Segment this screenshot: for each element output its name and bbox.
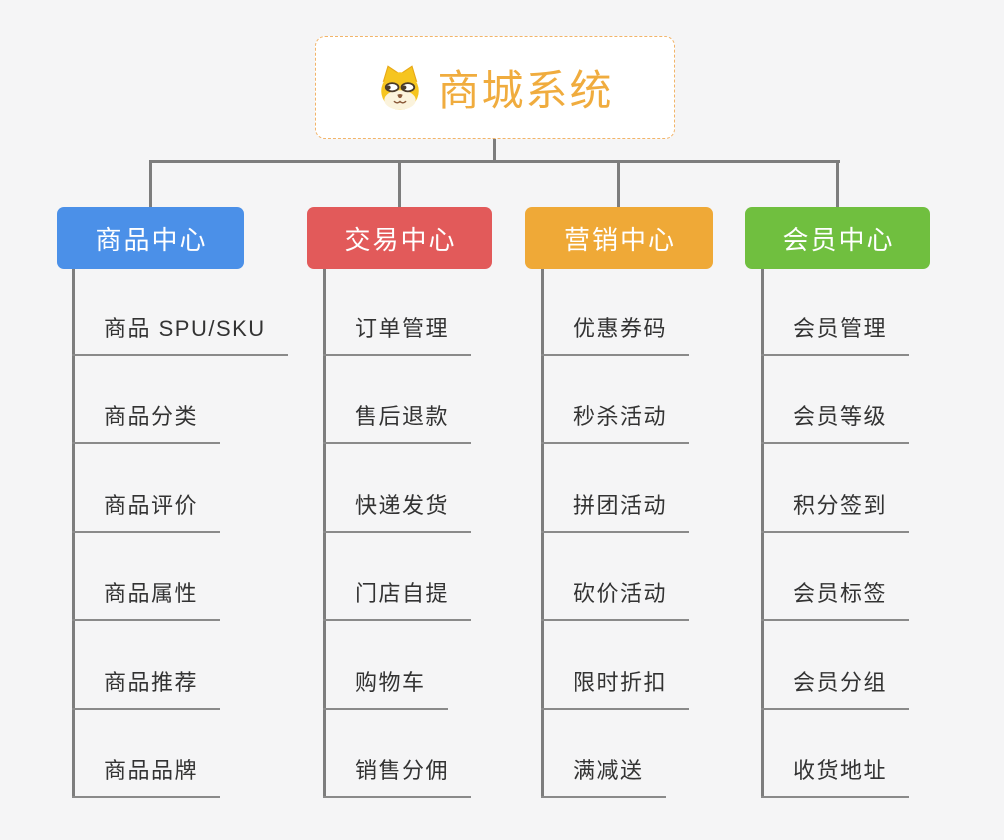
child-node[interactable]: 商品属性	[72, 579, 221, 621]
child-node[interactable]: 会员管理	[761, 314, 910, 356]
child-node[interactable]: 满减送	[541, 756, 666, 798]
branch-node-trade-center[interactable]: 交易中心	[307, 207, 492, 269]
connector-trunk	[761, 269, 764, 798]
connector-trunk	[541, 269, 544, 798]
child-node[interactable]: 购物车	[323, 668, 448, 710]
child-node[interactable]: 快递发货	[323, 491, 472, 533]
child-node[interactable]: 优惠券码	[541, 314, 690, 356]
child-node[interactable]: 商品评价	[72, 491, 221, 533]
branch-label: 会员中心	[782, 224, 895, 255]
child-node[interactable]: 会员标签	[761, 579, 910, 621]
child-node[interactable]: 售后退款	[323, 402, 472, 444]
child-node[interactable]: 砍价活动	[541, 579, 690, 621]
branch-node-marketing-center[interactable]: 营销中心	[525, 207, 713, 269]
connector-branch-stub	[398, 160, 401, 207]
branch-label: 交易中心	[344, 224, 457, 255]
child-node[interactable]: 订单管理	[323, 314, 472, 356]
connector-root-stub	[493, 139, 496, 162]
child-node[interactable]: 门店自提	[323, 579, 472, 621]
branch-node-member-center[interactable]: 会员中心	[745, 207, 930, 269]
root-title: 商城系统	[437, 67, 614, 114]
connector-branch-stub	[836, 160, 839, 207]
connector-branch-stub	[149, 160, 152, 207]
child-node[interactable]: 商品 SPU/SKU	[72, 314, 288, 356]
child-node[interactable]: 秒杀活动	[541, 402, 690, 444]
branch-label: 营销中心	[563, 224, 676, 255]
branch-node-product-center[interactable]: 商品中心	[57, 207, 244, 269]
child-node[interactable]: 积分签到	[761, 491, 910, 533]
root-node[interactable]: 商城系统	[315, 36, 675, 139]
dog-icon	[381, 64, 420, 110]
connector-branch-stub	[617, 160, 620, 207]
branch-label: 商品中心	[95, 224, 208, 255]
child-node[interactable]: 会员分组	[761, 668, 910, 710]
child-node[interactable]: 商品推荐	[72, 668, 221, 710]
child-node[interactable]: 限时折扣	[541, 668, 690, 710]
connector-trunk	[72, 269, 75, 798]
child-node[interactable]: 会员等级	[761, 402, 910, 444]
child-node[interactable]: 收货地址	[761, 756, 910, 798]
connector-trunk	[323, 269, 326, 798]
child-node[interactable]: 拼团活动	[541, 491, 690, 533]
child-node[interactable]: 销售分佣	[323, 756, 472, 798]
connector-spine	[149, 160, 840, 163]
child-node[interactable]: 商品分类	[72, 402, 221, 444]
child-node[interactable]: 商品品牌	[72, 756, 221, 798]
